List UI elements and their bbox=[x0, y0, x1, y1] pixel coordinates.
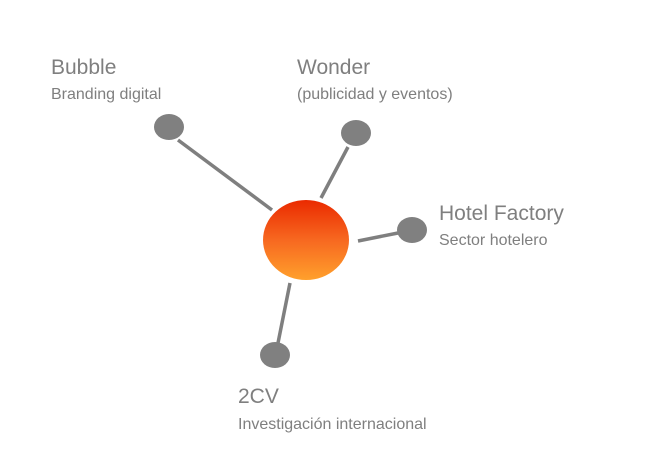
node-subtitle: Sector hotelero bbox=[439, 232, 548, 249]
node-subtitle: Branding digital bbox=[51, 86, 162, 103]
connector-hotel-factory bbox=[357, 231, 399, 243]
connector-wonder bbox=[319, 146, 350, 199]
node-title: Bubble bbox=[51, 56, 117, 79]
node-title: Hotel Factory bbox=[439, 202, 564, 225]
node-wonder bbox=[341, 120, 371, 146]
node-bubble bbox=[154, 114, 184, 140]
node-subtitle: Investigación internacional bbox=[238, 416, 427, 433]
node-2cv bbox=[260, 342, 290, 368]
node-hotel-factory bbox=[397, 217, 427, 243]
hub-node bbox=[263, 200, 349, 280]
node-title: 2CV bbox=[238, 385, 279, 408]
node-subtitle: (publicidad y eventos) bbox=[297, 86, 453, 103]
connector-2cv bbox=[276, 282, 292, 344]
node-title: Wonder bbox=[297, 56, 371, 79]
connector-bubble bbox=[176, 138, 274, 212]
